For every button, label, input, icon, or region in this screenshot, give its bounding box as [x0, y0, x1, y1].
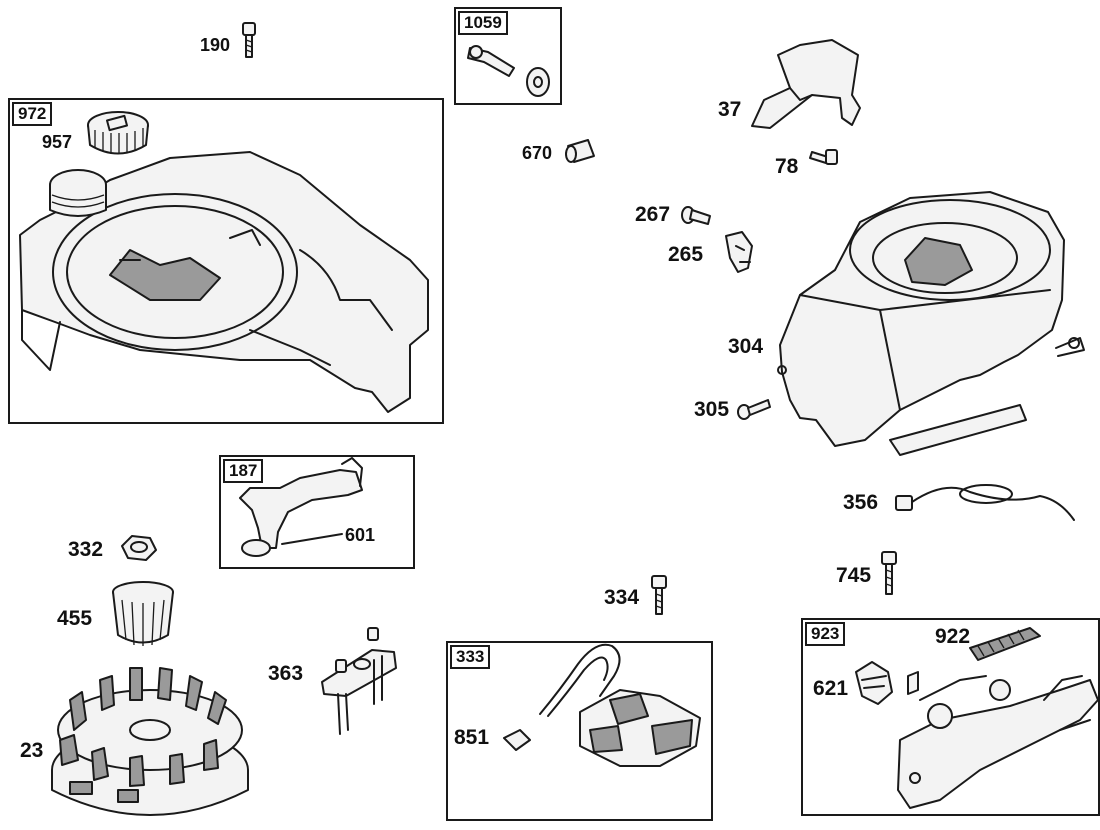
bushing-670-drawing: [565, 139, 595, 163]
breather-tube-box: 187: [219, 455, 415, 569]
shield-37-drawing: [751, 39, 861, 129]
screw-190-drawing: [242, 22, 256, 58]
part-label-332: 332: [68, 538, 104, 561]
part-label-745: 745: [836, 564, 872, 587]
part-label-922: 922: [935, 625, 971, 648]
housing-304-drawing: [777, 191, 1085, 456]
part-label-78: 78: [775, 155, 799, 178]
part-label-670: 670: [522, 143, 553, 163]
part-label-23: 23: [20, 739, 44, 762]
thread-kit-box: 1059: [454, 7, 562, 105]
thread-kit-box-tag: 1059: [458, 11, 508, 35]
cap-957-drawing: [87, 111, 149, 155]
part-label-37: 37: [718, 98, 742, 121]
part-label-334: 334: [604, 586, 640, 609]
ignition-box: 333: [446, 641, 713, 821]
part-label-363: 363: [268, 662, 304, 685]
control-drawing: [855, 627, 1099, 809]
part-label-957: 957: [42, 132, 73, 152]
part-label-621: 621: [813, 677, 849, 700]
part-label-305: 305: [694, 398, 730, 421]
ignition-drawing: [503, 643, 701, 767]
part-label-601: 601: [345, 525, 376, 545]
screw-305-drawing: [737, 399, 771, 420]
ignition-box-tag: 333: [450, 645, 491, 669]
bracket-363-drawing: [321, 627, 397, 735]
wire-356-drawing: [895, 484, 1075, 521]
screw-267-drawing: [681, 206, 711, 225]
blower-housing-box: 972: [8, 98, 444, 424]
part-label-356: 356: [843, 491, 879, 514]
nut-332-drawing: [121, 535, 157, 561]
flywheel-23-drawing: [51, 667, 249, 816]
screw-78-drawing: [809, 149, 838, 165]
thread-kit-drawing: [467, 45, 550, 97]
breather-tube-box-tag: 187: [223, 459, 264, 483]
tube-187-drawing: [239, 457, 363, 557]
part-label-267: 267: [635, 203, 671, 226]
part-label-190: 190: [200, 35, 231, 55]
blower-housing-drawing: [19, 151, 429, 413]
blower-housing-box-tag: 972: [12, 102, 53, 126]
part-label-455: 455: [57, 607, 93, 630]
screw-334-drawing: [651, 575, 667, 615]
part-label-851: 851: [454, 726, 490, 749]
cup-455-drawing: [112, 581, 174, 646]
screw-745-drawing: [881, 551, 897, 595]
control-box-tag: 923: [805, 622, 846, 646]
control-box: 923: [801, 618, 1100, 816]
part-label-265: 265: [668, 243, 704, 266]
part-label-304: 304: [728, 335, 764, 358]
clip-265-drawing: [725, 231, 753, 273]
